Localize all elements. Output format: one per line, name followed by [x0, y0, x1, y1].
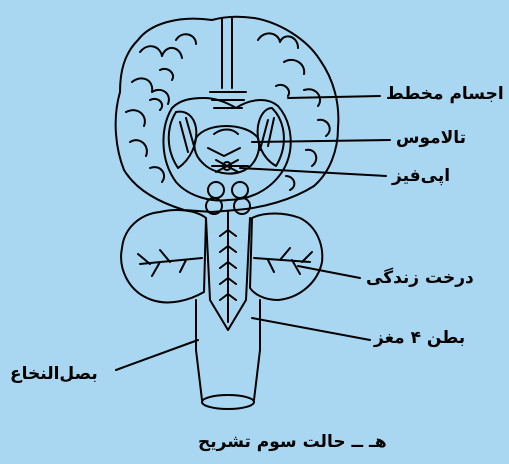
label-epiphysis: اپی‌فیز: [392, 168, 450, 185]
leader-epiphysis: [240, 168, 386, 176]
colliculus-right-lower: [234, 198, 250, 214]
arbor-vitae-left: [138, 250, 202, 276]
medulla-base: [202, 395, 254, 409]
leader-fourth-ventricle: [252, 318, 370, 340]
cerebellum-right: [250, 214, 322, 301]
label-arbor-vitae: درخت زندگی: [366, 270, 474, 287]
colliculus-right-upper: [232, 182, 248, 198]
figure-caption: هـ ــ حالت سوم تشریح: [198, 434, 387, 451]
arbor-vitae-right: [254, 248, 312, 274]
leader-arbor-vitae: [298, 266, 360, 278]
label-thalamus: تالاموس: [396, 130, 466, 147]
central-stem: [220, 212, 236, 322]
leader-striatum: [288, 96, 380, 98]
colliculus-left-upper: [208, 182, 224, 198]
label-fourth-ventricle: بطن ۴ مغز: [374, 330, 465, 347]
ventricle-cavity: [163, 98, 290, 200]
striatum-right: [258, 108, 284, 166]
longitudinal-fissure: [222, 18, 232, 88]
leader-thalamus: [252, 140, 390, 142]
cerebellum-left: [121, 210, 206, 302]
leader-medulla: [116, 340, 198, 370]
label-striatum: اجسام مخطط: [386, 86, 504, 103]
striatum-left: [169, 112, 197, 168]
label-medulla: بصل‌النخاع: [10, 366, 98, 383]
thalamus-detail: [208, 130, 240, 157]
gyri-left: [126, 34, 196, 182]
